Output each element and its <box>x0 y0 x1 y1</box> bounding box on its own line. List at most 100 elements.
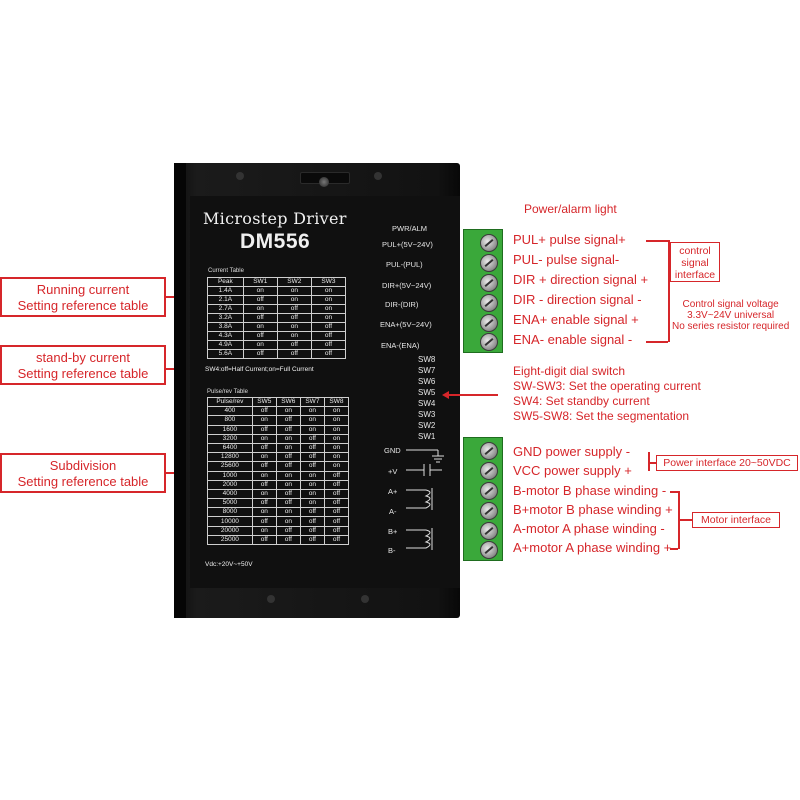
table-cell: off <box>299 452 325 463</box>
callout-line1: Running current <box>36 282 130 297</box>
table-cell: on <box>276 295 312 305</box>
signal-label: PUL- pulse signal- <box>513 252 620 267</box>
table-cell: off <box>310 322 347 332</box>
table-cell: off <box>299 525 325 536</box>
terminal-label: ENA+(5V~24V) <box>380 320 432 329</box>
power-line-label: GND power supply - <box>513 444 631 459</box>
table-cell: off <box>299 442 325 454</box>
table-cell: on <box>251 488 277 500</box>
table-cell: off <box>275 488 301 500</box>
switch-label: SW5 <box>418 388 436 397</box>
table-cell: off <box>275 452 301 463</box>
terminal-screw[interactable] <box>480 442 498 460</box>
table-cell: off <box>299 507 325 518</box>
driver-model: DM556 <box>240 230 311 253</box>
terminal-screw[interactable] <box>480 482 498 500</box>
voltage-note-line: Control signal voltage <box>682 299 779 310</box>
table-cell: on <box>276 286 312 296</box>
table-cell: 5000 <box>207 498 253 509</box>
table-cell: on <box>251 433 277 444</box>
mount-hole <box>267 595 275 603</box>
table-cell: on <box>251 470 277 481</box>
terminal-screw[interactable] <box>480 462 498 480</box>
table-cell: 12800 <box>207 452 253 463</box>
voltage-note: Control signal voltage 3.3V~24V universa… <box>672 299 789 332</box>
table-cell: 20000 <box>207 525 253 536</box>
terminal-screw[interactable] <box>480 274 498 292</box>
callout-line1: Subdivision <box>49 458 117 473</box>
table-cell: on <box>299 488 325 500</box>
voltage-note-line: No series resistor required <box>672 321 790 332</box>
table-cell: off <box>276 349 312 359</box>
table-cell: 3.8A <box>207 322 244 332</box>
table-cell: on <box>299 415 325 426</box>
table-cell: on <box>299 424 325 435</box>
table-cell: off <box>251 534 277 546</box>
table-cell: off <box>323 470 350 481</box>
dial-line: SW5-SW8: Set the segmentation <box>513 409 690 423</box>
table-header-cell: Peak <box>207 277 244 287</box>
bracket-line <box>668 240 670 342</box>
table-cell: on <box>242 322 278 332</box>
callout-line2: Setting reference table <box>17 298 149 313</box>
terminal-screw[interactable] <box>480 294 498 312</box>
table-cell: off <box>310 349 347 359</box>
table-cell: off <box>275 498 301 509</box>
table-cell: off <box>242 331 278 341</box>
mount-hole <box>361 595 369 603</box>
table-cell: off <box>275 534 301 546</box>
dial-arrow-head <box>442 391 449 399</box>
terminal-screw[interactable] <box>480 333 498 351</box>
voltage-note-line: 3.3V~24V universal <box>687 310 775 321</box>
terminal-screw[interactable] <box>480 522 498 540</box>
table-cell: 3200 <box>207 433 253 444</box>
table-cell: on <box>323 415 350 426</box>
switch-label: SW2 <box>418 421 436 430</box>
table-cell: 1000 <box>207 470 253 481</box>
table-cell: on <box>299 406 325 417</box>
switch-label: SW7 <box>418 366 436 375</box>
table-cell: 25600 <box>207 461 253 472</box>
table-cell: off <box>251 424 277 435</box>
terminal-screw[interactable] <box>480 234 498 252</box>
motor-line-label: A+motor A phase winding + <box>513 540 672 555</box>
dial-line: SW-SW3: Set the operating current <box>513 379 701 393</box>
terminal-screw[interactable] <box>480 502 498 520</box>
table-cell: on <box>299 498 325 509</box>
table-cell: off <box>310 331 347 341</box>
table-cell: 8000 <box>207 507 253 518</box>
table-cell: on <box>275 470 301 481</box>
pwr-alm-label: PWR/ALM <box>392 224 428 233</box>
table-cell: off <box>299 461 325 472</box>
table-cell: on <box>323 433 350 444</box>
table-cell: off <box>310 340 347 350</box>
table-cell: off <box>242 313 278 323</box>
table-cell: off <box>275 424 301 435</box>
bracket-line <box>646 341 668 343</box>
terminal-screw[interactable] <box>480 254 498 272</box>
table-cell: on <box>310 313 347 323</box>
table-cell: 10000 <box>207 516 253 527</box>
terminal-screw[interactable] <box>480 314 498 332</box>
table-header-cell: Pulse/rev <box>207 396 253 408</box>
table-cell: off <box>275 415 301 426</box>
power-interface-box: Power interface 20~50VDC <box>656 455 798 471</box>
table-header-cell: SW1 <box>242 277 278 287</box>
signal-label: ENA- enable signal - <box>513 332 633 347</box>
table-cell: on <box>251 415 277 426</box>
callout-line2: Setting reference table <box>17 474 149 489</box>
driver-title: Microstep Driver <box>203 209 347 228</box>
terminal-screw[interactable] <box>480 541 498 559</box>
switch-label: SW8 <box>418 355 436 364</box>
bracket-line <box>678 491 680 549</box>
table-cell: on <box>275 479 301 490</box>
table-cell: on <box>310 286 347 296</box>
table-cell: on <box>310 295 347 305</box>
